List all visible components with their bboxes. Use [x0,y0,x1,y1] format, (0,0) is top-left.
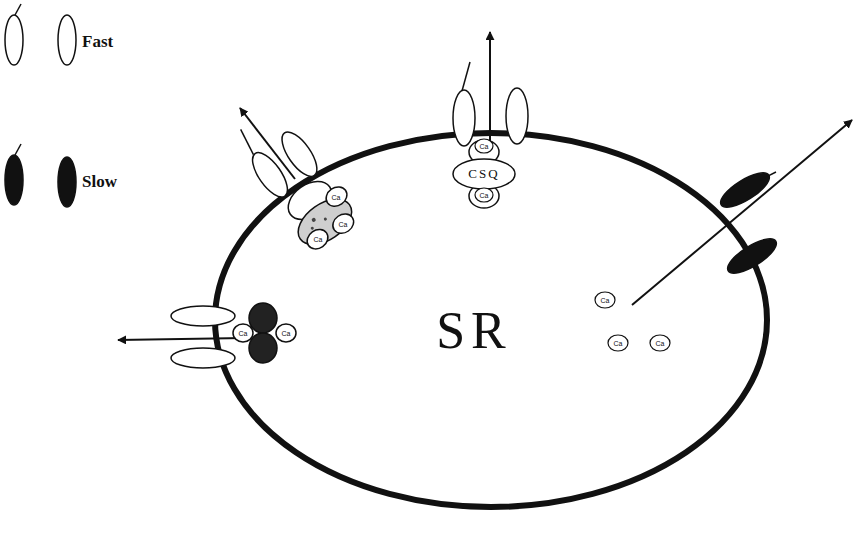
legend-label: Fast [82,33,113,50]
node-label: CSQ [468,166,499,182]
calcium-label: Ca [339,221,348,228]
calcium-label: Ca [332,194,341,201]
legend-label: Slow [82,173,117,190]
calcium-label: Ca [239,330,248,337]
calcium-label: Ca [601,297,610,304]
sr-membrane: SR CSQ [212,130,770,510]
calcium-label: Ca [314,236,323,243]
calcium-label: Ca [614,340,623,347]
calcium-label: Ca [656,340,665,347]
node-label: SR [436,301,512,360]
calcium-label: Ca [282,330,291,337]
calsequestrin-complex: CSQ [452,138,516,210]
